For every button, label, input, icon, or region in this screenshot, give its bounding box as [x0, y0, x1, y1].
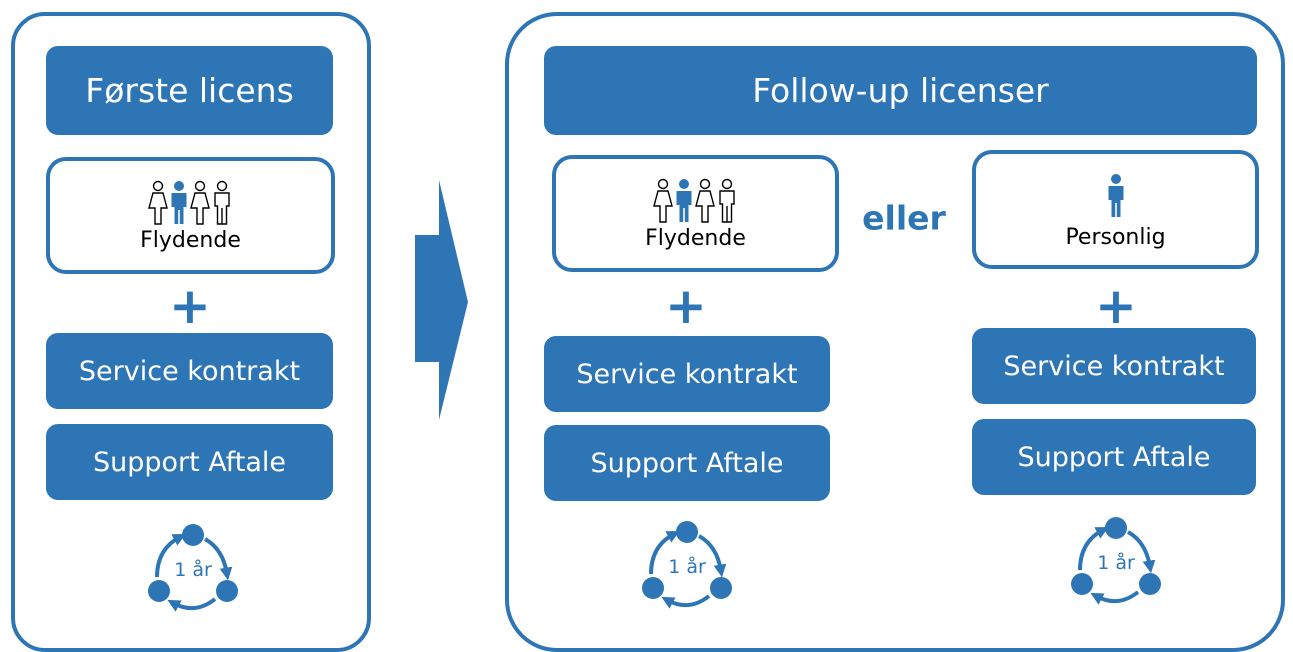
license-label: Flydende	[140, 227, 241, 253]
license-label: Personlig	[1065, 224, 1166, 250]
group-of-people-icon	[652, 178, 735, 223]
group-of-people-icon	[147, 180, 230, 225]
or-separator: eller	[862, 198, 946, 238]
floating-license-box: Flydende	[552, 155, 839, 272]
service-contract-box: Service kontrakt	[46, 333, 333, 409]
service-contract-box: Service kontrakt	[972, 328, 1256, 404]
cycle-label: 1 år	[174, 558, 212, 581]
support-agreement-box: Support Aftale	[544, 425, 830, 501]
plus-icon: +	[169, 277, 211, 335]
follow-up-title: Follow-up licenser	[544, 46, 1257, 135]
right-arrow-icon	[415, 180, 468, 420]
support-agreement-box: Support Aftale	[972, 419, 1256, 495]
annual-cycle-icon: 1 år	[1066, 512, 1166, 612]
personal-license-box: Personlig	[972, 150, 1259, 269]
annual-cycle-icon: 1 år	[143, 519, 243, 619]
floating-license-box: Flydende	[46, 157, 335, 274]
license-label: Flydende	[645, 225, 746, 251]
support-agreement-box: Support Aftale	[46, 424, 333, 500]
first-license-title: Første licens	[46, 46, 333, 135]
plus-icon: +	[1095, 277, 1137, 335]
single-person-icon	[1108, 173, 1123, 217]
annual-cycle-icon: 1 år	[637, 516, 737, 616]
cycle-label: 1 år	[668, 555, 706, 578]
plus-icon: +	[665, 277, 707, 335]
service-contract-box: Service kontrakt	[544, 336, 830, 412]
cycle-label: 1 år	[1097, 551, 1135, 574]
